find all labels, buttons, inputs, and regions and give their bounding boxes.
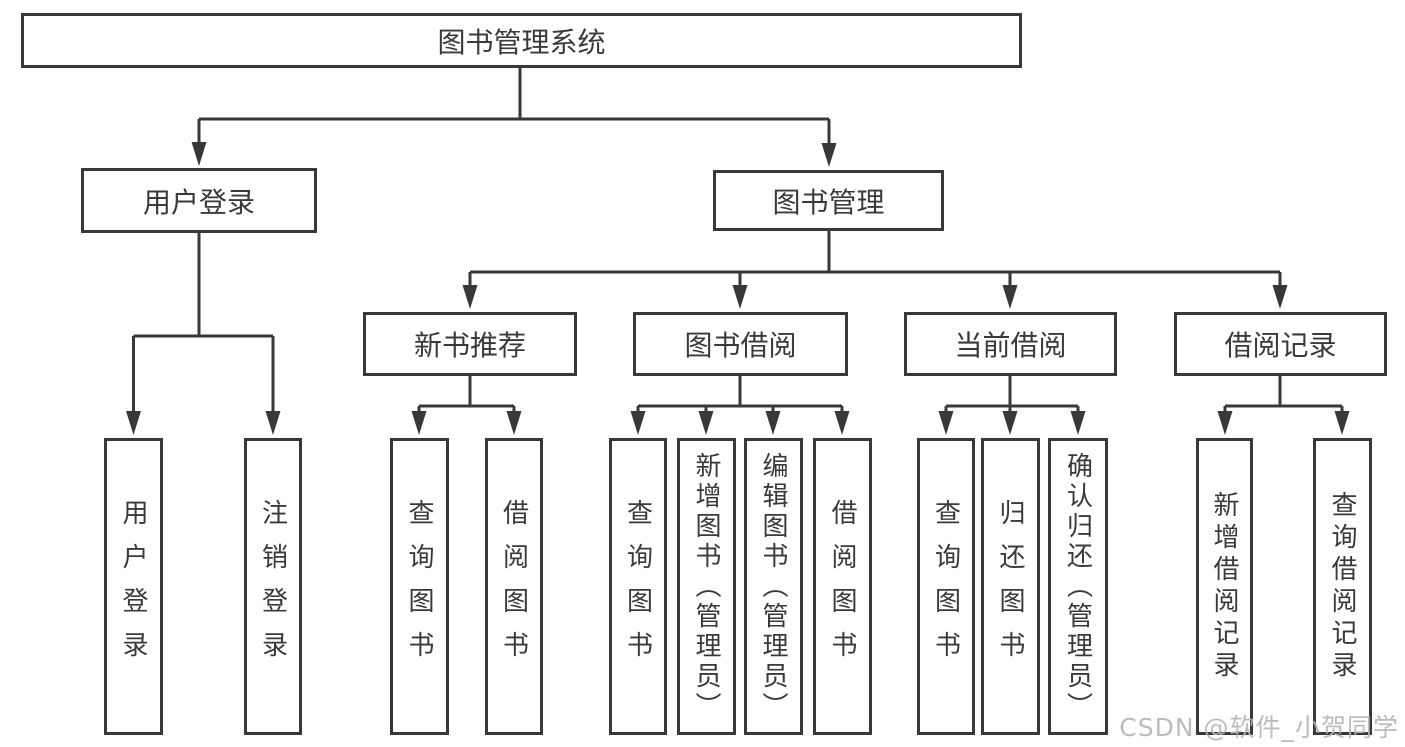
node-book-management: 图书管理 (713, 170, 944, 231)
node-root-library-system: 图书管理系统 (21, 13, 1022, 68)
node-current-borrowing: 当前借阅 (904, 312, 1117, 376)
leaf-query-books-current: 查询图书 (917, 438, 975, 735)
leaf-user-login: 用户登录 (104, 438, 163, 735)
node-user-login: 用户登录 (81, 168, 317, 233)
node-borrowing-records: 借阅记录 (1174, 312, 1387, 376)
leaf-add-borrow-record: 新增借阅记录 (1196, 438, 1253, 735)
watermark: CSDN @软件_小贺同学 (1119, 713, 1399, 742)
leaf-edit-books-admin: 编辑图书（管理员） (744, 438, 803, 735)
leaf-return-books: 归还图书 (981, 438, 1040, 735)
node-book-borrowing: 图书借阅 (633, 312, 848, 376)
leaf-add-books-admin: 新增图书（管理员） (677, 438, 736, 735)
leaf-query-borrow-record: 查询借阅记录 (1313, 438, 1372, 735)
node-new-book-recommendation: 新书推荐 (363, 312, 577, 376)
leaf-query-books-recommend: 查询图书 (390, 438, 449, 735)
leaf-borrow-books-borrowing: 借阅图书 (813, 438, 872, 735)
leaf-confirm-return-admin: 确认归还（管理员） (1048, 438, 1108, 735)
leaf-logout: 注销登录 (244, 438, 302, 735)
leaf-query-books-borrowing: 查询图书 (609, 438, 667, 735)
leaf-borrow-books-recommend: 借阅图书 (485, 438, 543, 735)
